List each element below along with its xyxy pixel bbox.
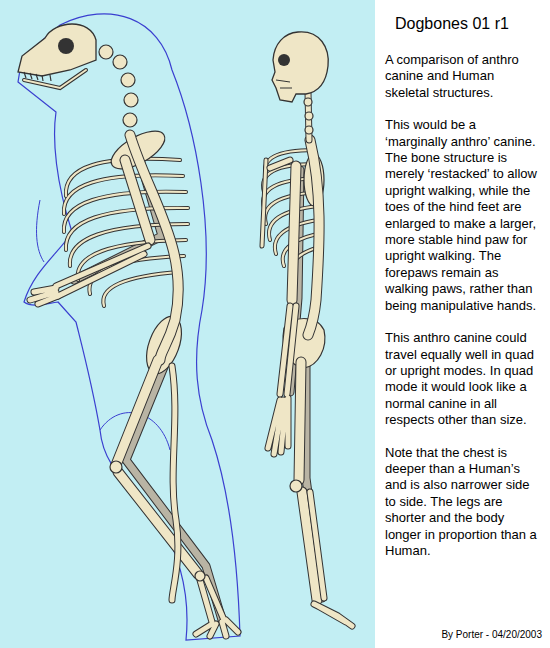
description-paragraph: This anthro canine could travel equally … (385, 330, 541, 428)
diagram-title: Dogbones 01 r1 (395, 14, 509, 34)
sternum (262, 160, 266, 246)
fur-line (37, 200, 44, 262)
dog-skull (18, 24, 96, 88)
description-paragraph: A comparison of anthro canine and Human … (385, 52, 541, 101)
near-bones (30, 92, 352, 636)
ribs (64, 150, 319, 306)
human-skull (272, 32, 328, 102)
ribs-outline (64, 150, 319, 306)
text-panel: A comparison of anthro canine and Human … (375, 0, 550, 648)
description-paragraph: This would be a ‘marginally anthro’ cani… (385, 117, 541, 314)
author-credit: By Porter - 04/20/2003 (441, 629, 542, 641)
sternum-fill (262, 160, 266, 246)
body-outline (18, 14, 240, 640)
description-paragraph: Note that the chest is deeper than a Hum… (385, 445, 541, 560)
vertebrae (99, 45, 313, 581)
